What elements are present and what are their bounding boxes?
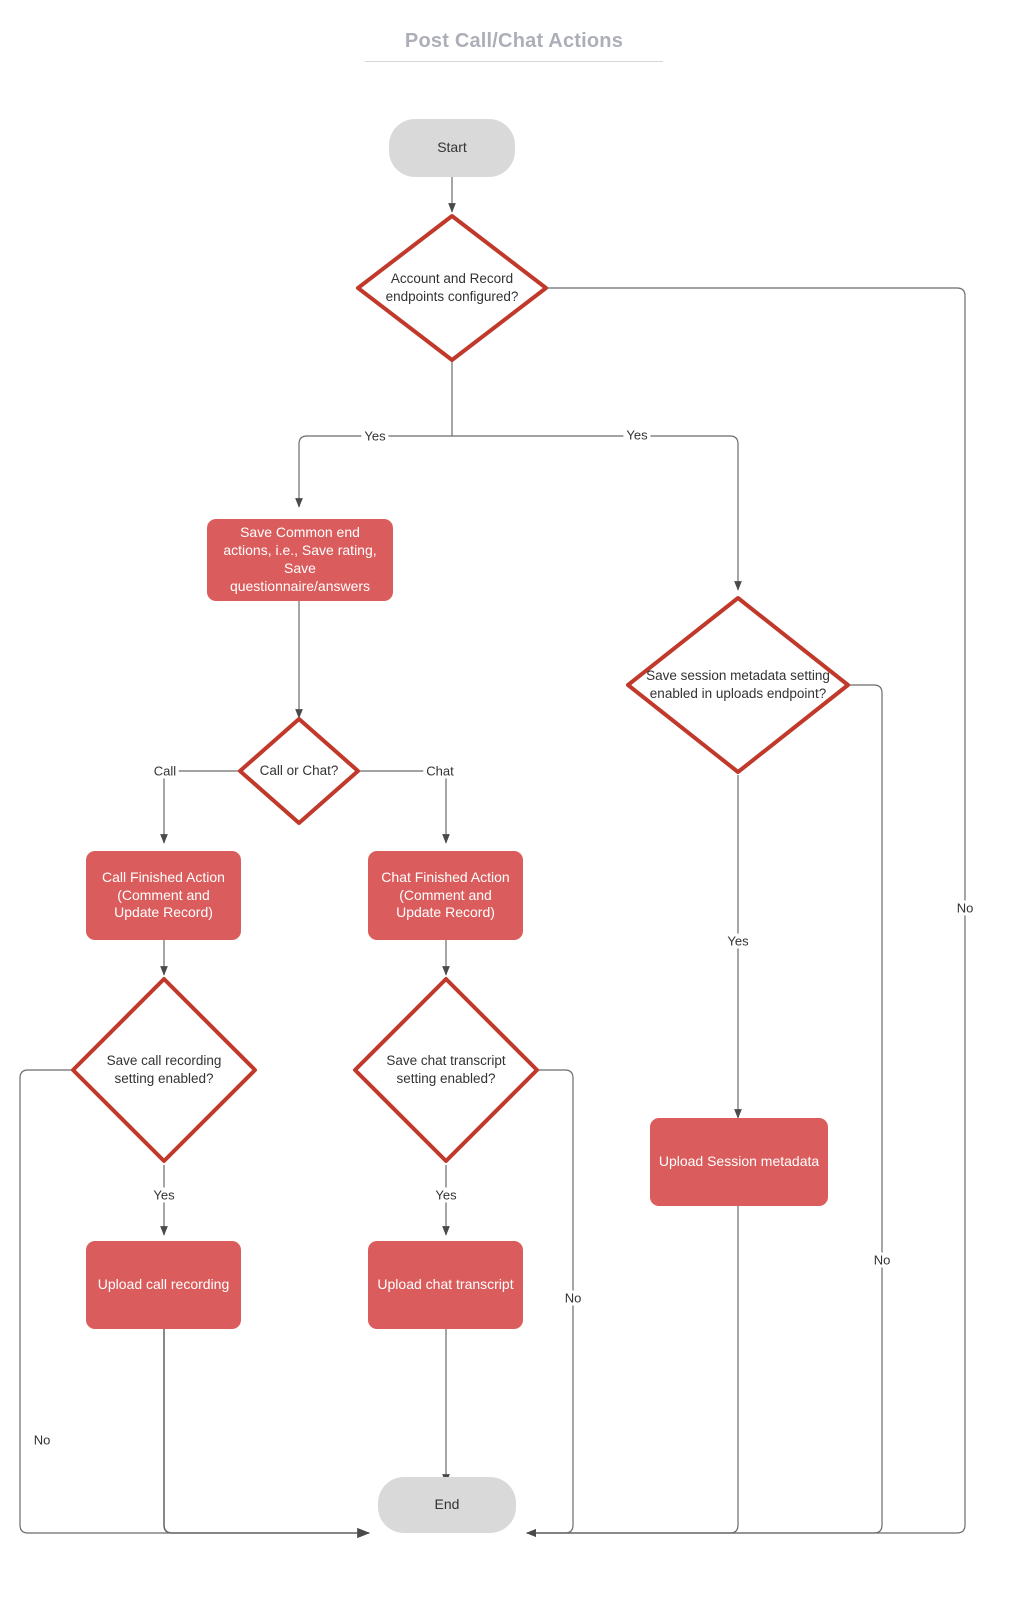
node-decision-save-chat-transcript-label: Save chat transcript setting enabled? bbox=[386, 1053, 506, 1086]
edge-callorchat-call bbox=[160, 770, 240, 844]
decision-shape-sessionmeta bbox=[626, 596, 850, 774]
node-chat-finished-action-label: Chat Finished Action (Comment and Update… bbox=[381, 868, 510, 921]
node-decision-save-call-recording[interactable]: Save call recording setting enabled? bbox=[73, 979, 255, 1161]
node-decision-save-session-metadata[interactable]: Save session metadata setting enabled in… bbox=[628, 598, 848, 772]
edge-endpoints-yes-right bbox=[452, 435, 742, 591]
decision-shape-callrec bbox=[71, 977, 257, 1163]
edge-callrec-no bbox=[19, 1069, 370, 1537]
node-decision-endpoints-configured[interactable]: Account and Record endpoints configured? bbox=[358, 216, 546, 360]
edge-label-no-call-recording: No bbox=[30, 1432, 54, 1448]
node-decision-save-session-metadata-label: Save session metadata setting enabled in… bbox=[646, 668, 830, 701]
node-decision-endpoints-configured-label: Account and Record endpoints configured? bbox=[385, 271, 519, 304]
edge-uploadcall-to-end bbox=[163, 1328, 370, 1539]
edge-endpoints-yes-left bbox=[295, 435, 452, 508]
node-start-label: Start bbox=[437, 139, 467, 156]
node-decision-call-or-chat[interactable]: Call or Chat? bbox=[240, 719, 358, 823]
node-start[interactable]: Start bbox=[389, 119, 515, 177]
node-upload-chat-transcript-label: Upload chat transcript bbox=[377, 1276, 514, 1293]
edge-sessionmeta-no bbox=[526, 684, 883, 1537]
edge-label-yes-call-recording: Yes bbox=[150, 1187, 178, 1203]
node-decision-save-chat-transcript[interactable]: Save chat transcript setting enabled? bbox=[355, 979, 537, 1161]
edge-label-no-chat-transcript: No bbox=[561, 1290, 585, 1306]
edge-label-yes-chat-transcript: Yes bbox=[432, 1187, 460, 1203]
node-upload-call-recording[interactable]: Upload call recording bbox=[86, 1241, 241, 1329]
edge-uploadmeta-to-end bbox=[526, 1206, 739, 1537]
title-container: Post Call/Chat Actions bbox=[0, 30, 1028, 62]
node-upload-chat-transcript[interactable]: Upload chat transcript bbox=[368, 1241, 523, 1329]
node-save-common-actions[interactable]: Save Common end actions, i.e., Save rati… bbox=[207, 519, 393, 601]
decision-shape-endpoints bbox=[356, 214, 548, 362]
edge-label-chat: Chat bbox=[423, 763, 457, 779]
node-save-common-actions-label: Save Common end actions, i.e., Save rati… bbox=[223, 524, 377, 594]
node-call-finished-action-label: Call Finished Action (Comment and Update… bbox=[102, 868, 225, 921]
node-upload-call-recording-label: Upload call recording bbox=[97, 1276, 230, 1293]
edge-callorchat-chat bbox=[358, 770, 450, 844]
node-upload-session-metadata[interactable]: Upload Session metadata bbox=[650, 1118, 828, 1206]
page-title: Post Call/Chat Actions bbox=[364, 30, 664, 62]
node-call-finished-action[interactable]: Call Finished Action (Comment and Update… bbox=[86, 851, 241, 940]
edge-label-call: Call bbox=[150, 763, 180, 779]
edge-endpoints-no bbox=[526, 287, 966, 1537]
decision-shape-chattrans bbox=[353, 977, 539, 1163]
node-end[interactable]: End bbox=[378, 1477, 516, 1533]
node-chat-finished-action[interactable]: Chat Finished Action (Comment and Update… bbox=[368, 851, 523, 940]
edge-label-yes-right: Yes bbox=[623, 427, 651, 443]
decision-shape-callorchat bbox=[238, 717, 360, 825]
edge-label-yes-left: Yes bbox=[361, 428, 389, 444]
edge-label-yes-session-metadata: Yes bbox=[724, 933, 752, 949]
node-decision-call-or-chat-label: Call or Chat? bbox=[259, 763, 339, 779]
edge-label-no-endpoints: No bbox=[953, 900, 977, 916]
node-end-label: End bbox=[434, 1496, 460, 1513]
node-decision-save-call-recording-label: Save call recording setting enabled? bbox=[106, 1053, 222, 1086]
edge-label-no-session-metadata: No bbox=[870, 1252, 894, 1268]
node-upload-session-metadata-label: Upload Session metadata bbox=[658, 1153, 820, 1170]
